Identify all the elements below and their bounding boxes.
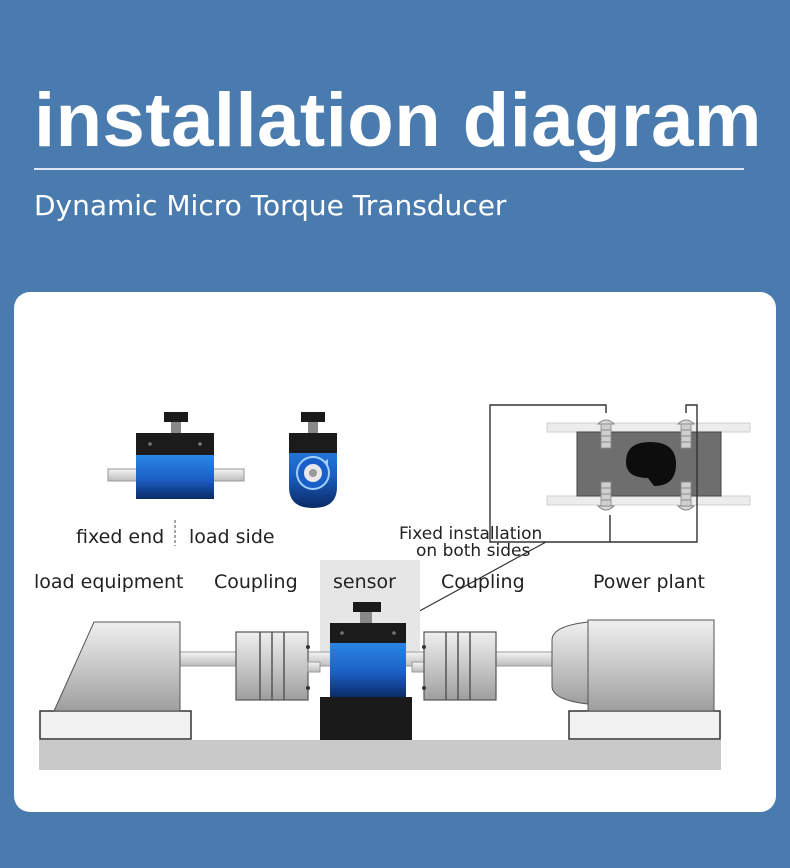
load-equipment-body xyxy=(53,621,181,712)
fixed-installation-label-line2: on both sides xyxy=(416,541,530,561)
sensor-top-block xyxy=(136,433,214,455)
page-subtitle: Dynamic Micro Torque Transducer xyxy=(34,189,507,222)
load-side-label: load side xyxy=(189,526,275,548)
mount-plate-bottom xyxy=(546,495,751,506)
load-equipment-label: load equipment xyxy=(34,571,183,593)
callout-bracket-right xyxy=(610,404,698,543)
power-plant-label: Power plant xyxy=(593,571,705,593)
main-sensor-body xyxy=(330,643,406,697)
mount-plate-top xyxy=(546,422,751,433)
sensor-side-view xyxy=(289,412,337,508)
load-equipment xyxy=(39,621,192,740)
coupling-left-label: Coupling xyxy=(214,571,298,593)
power-plant-body xyxy=(587,619,715,712)
sensor-label: sensor xyxy=(333,571,396,593)
diagram-card: fixed end load side xyxy=(14,292,776,812)
sensor-front-view xyxy=(107,412,245,499)
screw-bottom-left xyxy=(596,481,616,511)
ground-base xyxy=(39,740,721,770)
callout-bracket-left xyxy=(489,404,611,543)
power-plant xyxy=(551,619,721,740)
power-plant-base xyxy=(568,710,721,740)
sensor-base xyxy=(320,697,412,740)
page-title: installation diagram xyxy=(34,78,762,163)
fixed-end-label: fixed end xyxy=(76,526,164,548)
coupling-left xyxy=(235,631,321,701)
fixed-installation-label-line1: Fixed installation xyxy=(399,524,542,544)
screw-top-left xyxy=(596,419,616,449)
installation-diagram: fixed end load side xyxy=(34,404,751,770)
screw-top-right xyxy=(676,419,696,449)
fixed-installation-detail xyxy=(391,404,751,627)
title-divider xyxy=(34,168,744,170)
coupling-right-label: Coupling xyxy=(441,571,525,593)
main-sensor xyxy=(320,602,412,740)
screw-bottom-right xyxy=(676,481,696,511)
coupling-right xyxy=(411,631,497,701)
load-equipment-base xyxy=(39,710,192,740)
sensor-connector xyxy=(164,412,188,422)
mount-hole xyxy=(626,442,676,486)
sensor-blue-body xyxy=(136,455,214,499)
